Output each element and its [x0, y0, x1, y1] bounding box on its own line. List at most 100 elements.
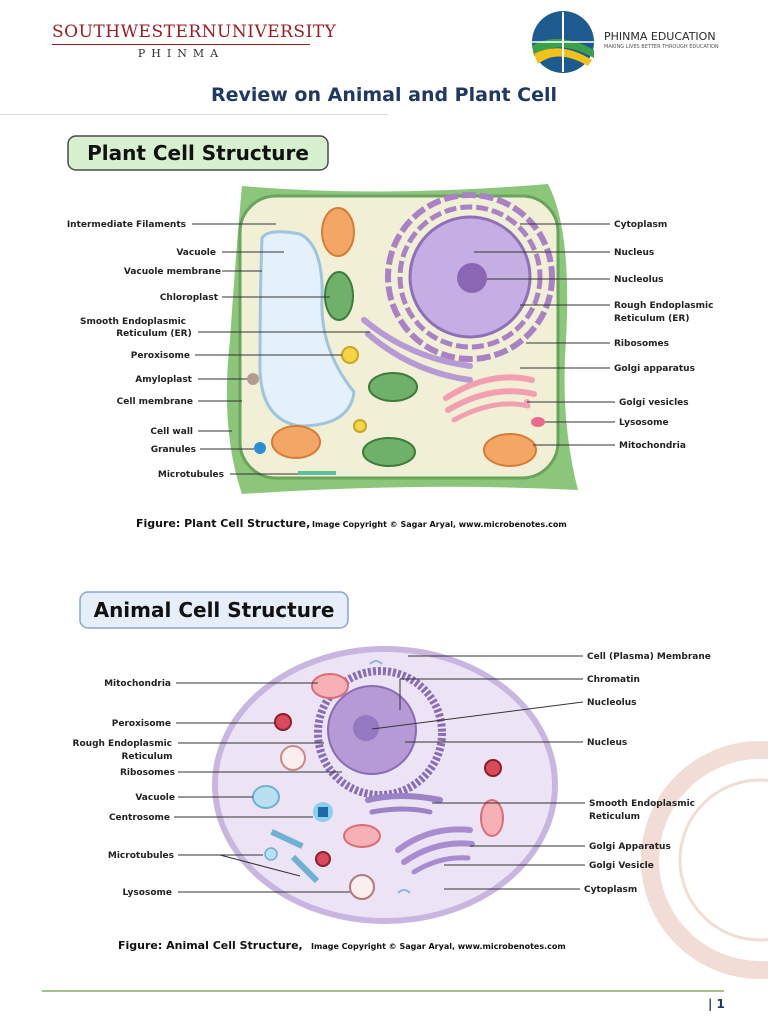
animal-label-cytoplasm: Cytoplasm	[584, 885, 637, 895]
animal-label-mitochondria: Mitochondria	[104, 679, 171, 689]
animal-fiber-bottom	[397, 889, 411, 894]
plant-cell-illustration	[226, 184, 578, 494]
phinma-globe-icon	[532, 11, 594, 73]
plant-smooth-er	[361, 317, 473, 383]
animal-cell-illustration	[212, 646, 558, 924]
animal-ribosome-vesicle	[280, 745, 306, 771]
animal-peroxisome	[274, 713, 292, 731]
animal-microtubule-end	[264, 847, 278, 861]
animal-fiber-top	[369, 660, 383, 665]
plant-nucleolus	[457, 263, 487, 293]
animal-plasma-membrane	[212, 646, 558, 924]
plant-label-granules: Granules	[151, 445, 196, 455]
plant-rough-er	[385, 192, 555, 362]
animal-peroxisome-3	[315, 851, 331, 867]
plant-caption-credit: Image Copyright © Sagar Aryal, www.micro…	[312, 520, 567, 529]
animal-label-smooth-er-1: Smooth Endoplasmic	[589, 799, 695, 809]
plant-label-golgi-vesicles: Golgi vesicles	[619, 398, 689, 408]
animal-label-rough-er-2: Reticulum	[121, 752, 172, 762]
plant-chloroplast-3	[362, 437, 416, 467]
animal-label-nucleolus: Nucleolus	[587, 698, 637, 708]
plant-peroxisome-2	[353, 419, 367, 433]
plant-mitochondrion-right	[483, 433, 537, 467]
plant-label-microtubules: Microtubules	[158, 470, 224, 480]
plant-label-smooth-er-1: Smooth Endoplasmic	[80, 317, 186, 327]
plant-microtubule	[298, 471, 336, 475]
animal-peroxisome-2	[484, 759, 502, 777]
animal-heading-pill	[79, 591, 349, 629]
animal-label-smooth-er-2: Reticulum	[589, 812, 640, 822]
animal-microtubule-1	[270, 829, 304, 849]
plant-label-chloroplast: Chloroplast	[160, 293, 219, 303]
plant-leader-lines	[192, 223, 615, 475]
plant-label-ribosomes: Ribosomes	[614, 339, 669, 349]
plant-label-cell-wall: Cell wall	[150, 427, 193, 437]
phinma-name: PHINMA EDUCATION	[604, 30, 716, 43]
animal-smooth-er	[365, 793, 443, 815]
animal-label-rough-er-1: Rough Endoplasmic	[73, 739, 172, 749]
header-divider	[0, 114, 388, 115]
animal-leader-lines	[174, 655, 585, 893]
plant-label-mitochondria: Mitochondria	[619, 441, 686, 451]
plant-label-golgi-apparatus: Golgi apparatus	[614, 364, 695, 374]
animal-vacuole	[252, 785, 280, 809]
university-rule	[52, 44, 310, 45]
university-logo: SOUTHWESTERNUNIVERSITY PHINMA	[52, 22, 337, 60]
animal-mitochondrion-3	[480, 799, 504, 837]
animal-label-ribosomes: Ribosomes	[120, 768, 175, 778]
animal-label-vacuole: Vacuole	[135, 793, 175, 803]
plant-amyloplast	[247, 373, 259, 385]
plant-vacuole	[258, 230, 356, 428]
animal-label-centrosome: Centrosome	[109, 813, 170, 823]
university-name: SOUTHWESTERNUNIVERSITY	[52, 22, 337, 42]
page-title: Review on Animal and Plant Cell	[210, 84, 558, 106]
plant-label-vacuole-membrane: Vacuole membrane	[124, 267, 221, 277]
page-number: | 1	[708, 997, 725, 1011]
plant-label-vacuole: Vacuole	[176, 248, 216, 258]
plant-heading: Plant Cell Structure	[87, 141, 309, 165]
animal-caption: Figure: Animal Cell Structure,	[118, 939, 303, 952]
plant-chloroplast-2	[368, 372, 418, 402]
plant-label-cytoplasm: Cytoplasm	[614, 220, 667, 230]
animal-label-microtubules: Microtubules	[108, 851, 174, 861]
watermark-seal-icon	[641, 741, 768, 979]
plant-label-peroxisome: Peroxisome	[131, 351, 190, 361]
animal-label-plasma-membrane: Cell (Plasma) Membrane	[587, 652, 711, 662]
animal-nucleolus	[353, 715, 379, 741]
animal-heading: Animal Cell Structure	[94, 598, 335, 622]
plant-label-smooth-er-2: Reticulum (ER)	[116, 329, 191, 339]
animal-lysosome	[349, 874, 375, 900]
animal-label-golgi-vesicle: Golgi Vesicle	[589, 861, 654, 871]
plant-golgi-apparatus	[443, 374, 537, 423]
plant-label-amyloplast: Amyloplast	[135, 375, 192, 385]
plant-label-nucleus: Nucleus	[614, 248, 654, 258]
plant-label-cell-membrane: Cell membrane	[117, 397, 193, 407]
plant-mitochondrion-top	[321, 207, 355, 257]
animal-label-peroxisome: Peroxisome	[112, 719, 171, 729]
animal-golgi-apparatus	[395, 826, 475, 875]
plant-label-intermediate-filaments: Intermediate Filaments	[67, 220, 186, 230]
animal-label-lysosome: Lysosome	[122, 888, 172, 898]
animal-microtubule-2	[290, 854, 320, 884]
university-sub: PHINMA	[137, 47, 225, 60]
plant-lysosome	[531, 417, 545, 427]
plant-label-nucleolus: Nucleolus	[614, 275, 664, 285]
plant-caption: Figure: Plant Cell Structure,	[136, 517, 310, 530]
animal-label-nucleus: Nucleus	[587, 738, 627, 748]
animal-label-chromatin: Chromatin	[587, 675, 640, 685]
plant-heading-pill	[67, 135, 329, 171]
animal-centrosome	[313, 802, 333, 822]
plant-label-rough-er-1: Rough Endoplasmic	[614, 301, 713, 311]
plant-label-rough-er-2: Reticulum (ER)	[614, 314, 689, 324]
phinma-tagline: MAKING LIVES BETTER THROUGH EDUCATION	[604, 44, 719, 50]
animal-caption-credit: Image Copyright © Sagar Aryal, www.micro…	[311, 942, 566, 951]
animal-label-golgi-apparatus: Golgi Apparatus	[589, 842, 671, 852]
animal-mitochondrion-2	[343, 824, 381, 848]
plant-chloroplast-1	[324, 271, 354, 321]
animal-mitochondrion-1	[311, 673, 349, 699]
plant-peroxisome	[341, 346, 359, 364]
plant-label-lysosome: Lysosome	[619, 418, 669, 428]
footer-divider	[42, 990, 724, 992]
plant-granule	[254, 442, 266, 454]
